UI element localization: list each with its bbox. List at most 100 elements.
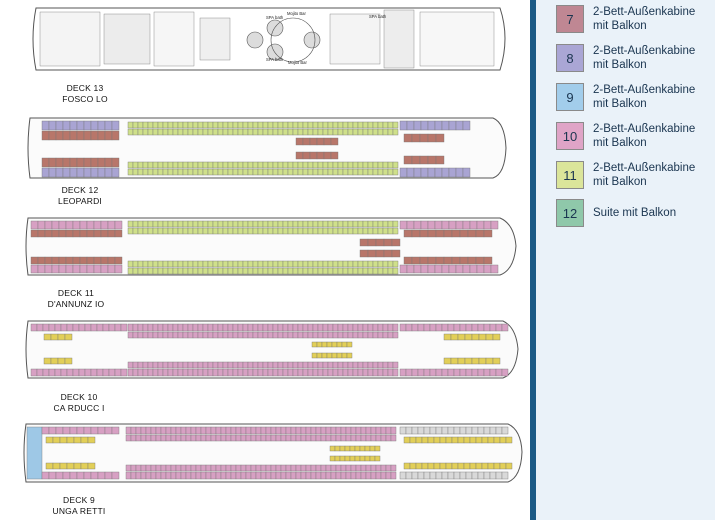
cabin-category-10	[93, 220, 102, 230]
cabin-suite	[419, 256, 429, 265]
cabin-category-10	[305, 426, 312, 435]
cabin-category-10	[165, 426, 172, 435]
cabin-category-10	[195, 434, 202, 442]
cabin-inside	[152, 220, 159, 228]
cabin-inside	[262, 121, 269, 129]
cabin-category-10	[125, 471, 132, 480]
cabin-category-10	[51, 264, 60, 274]
cabin-category-11	[59, 462, 68, 470]
cabin-inside	[167, 220, 174, 228]
cabin-inside	[187, 161, 194, 169]
cabin-inside	[127, 260, 134, 268]
cabin-inside	[337, 168, 344, 176]
cabin-category-10	[167, 361, 174, 369]
cabin-category-10	[160, 434, 167, 442]
cabin-category-10	[162, 368, 169, 377]
cabin-category-10	[187, 368, 194, 377]
cabin-category-10	[220, 426, 227, 435]
cabin-inside	[247, 128, 254, 136]
cabin-inside	[167, 260, 174, 268]
cabin-category-11	[451, 436, 459, 444]
cabin-inside	[172, 168, 179, 176]
cabin-inside	[322, 227, 329, 235]
cabin-category-11	[321, 352, 328, 359]
cabin-category-8	[41, 167, 50, 178]
cabin-suite	[86, 256, 95, 265]
cabin-category-10	[212, 331, 219, 339]
cabin-category-10	[235, 426, 242, 435]
cabin-inside	[207, 161, 214, 169]
cabin-inside	[392, 168, 399, 176]
cabin-inside	[182, 227, 189, 235]
deck-plan-drawing: SPA bath Mojito Bar SPA bath Mojito Bar …	[23, 7, 523, 483]
cabin-category-10	[310, 434, 317, 442]
cabin-category-10	[197, 323, 204, 332]
cabin-category-10	[170, 464, 177, 472]
cabin-inside	[137, 128, 144, 136]
cabin-category-11	[493, 462, 501, 470]
cabin-inside	[377, 121, 384, 129]
cabin-category-11	[499, 436, 507, 444]
cabin-category-11	[354, 445, 361, 452]
cabin-inside	[307, 168, 314, 176]
cabin-category-10	[177, 331, 184, 339]
cabin-inside	[232, 128, 239, 136]
cabin-inside	[382, 168, 389, 176]
cabin-category-11	[471, 333, 480, 341]
cabin-inside	[222, 220, 229, 228]
cabin-category-10	[462, 264, 471, 274]
pool-outline	[270, 17, 316, 63]
cabin-inside	[367, 267, 374, 275]
cabin-category-10	[255, 426, 262, 435]
spa-area	[383, 9, 415, 69]
deck-11-cabins	[30, 220, 499, 275]
cabin-category-10	[312, 368, 319, 377]
cabin-category-11	[331, 341, 338, 348]
cabin-category-11	[475, 436, 483, 444]
cabin-inside	[362, 267, 369, 275]
cabin-category-10	[330, 471, 337, 480]
cabin-category-10	[215, 434, 222, 442]
cabin-category-10	[392, 368, 399, 377]
spa-facility	[419, 11, 495, 67]
cabin-category-10	[350, 434, 357, 442]
cabin-inside	[277, 128, 284, 136]
cabin-category-11	[451, 462, 459, 470]
cabin-inside	[222, 267, 229, 275]
cabin-suite	[302, 151, 311, 160]
cabin-category-10	[155, 434, 162, 442]
cabin-inside	[302, 168, 309, 176]
cabin-category-10	[140, 464, 147, 472]
cabin-category-10	[84, 323, 92, 332]
cabin-category-8	[48, 167, 57, 178]
cabin-inside	[147, 227, 154, 235]
cabin-category-10	[137, 331, 144, 339]
cabin-category-10	[325, 426, 332, 435]
cabin-category-10	[187, 361, 194, 369]
cabin-category-11	[354, 455, 361, 462]
cabin-other	[489, 471, 497, 480]
cabin-category-10	[30, 264, 39, 274]
cabin-category-10	[360, 426, 367, 435]
cabin-category-8	[90, 167, 99, 178]
cabin-inside	[162, 220, 169, 228]
whirlpool	[303, 31, 321, 49]
cabin-category-10	[322, 323, 329, 332]
cabin-suite	[316, 151, 325, 160]
cabin-category-10	[182, 323, 189, 332]
cabin-inside	[172, 128, 179, 136]
cabin-inside	[382, 267, 389, 275]
cabin-category-10	[327, 368, 334, 377]
cabin-inside	[142, 168, 149, 176]
cabin-category-11	[336, 352, 343, 359]
cabin-inside	[342, 260, 349, 268]
cabin-category-10	[325, 471, 332, 480]
cabin-category-11	[326, 352, 333, 359]
cabin-category-10	[120, 323, 128, 332]
cabin-category-10	[387, 323, 394, 332]
cabin-suite	[411, 256, 421, 265]
cabin-category-10	[282, 368, 289, 377]
spa-bath-label: SPA bath	[266, 57, 284, 62]
cabin-inside	[217, 121, 224, 129]
cabin-inside	[242, 168, 249, 176]
